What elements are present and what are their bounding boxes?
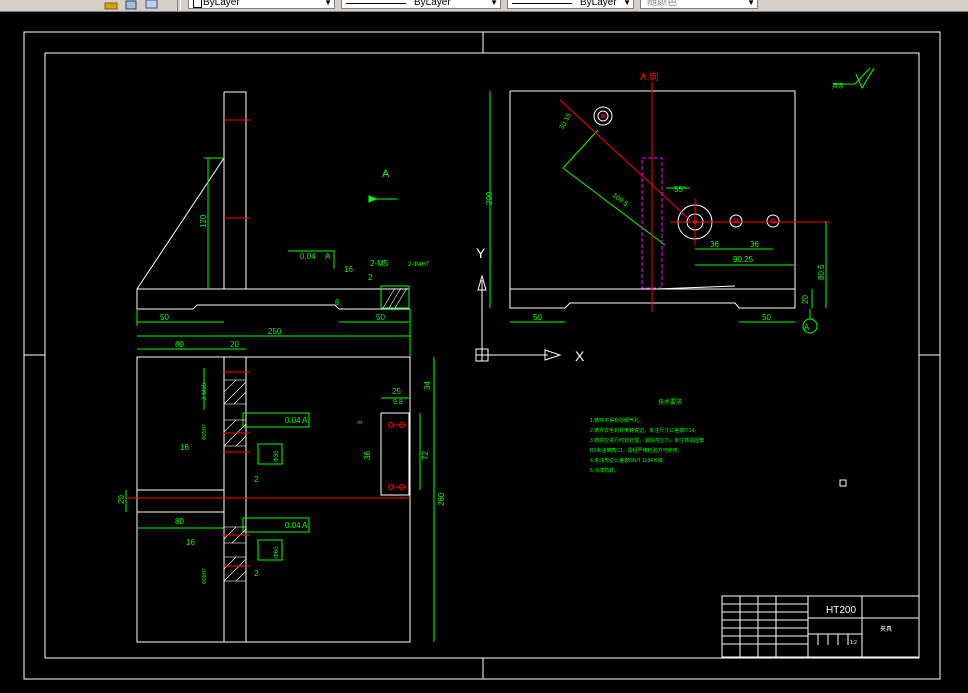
- dim-16-a: 16: [344, 265, 353, 274]
- dim-20-right: 20: [801, 295, 810, 304]
- view-label-a: A 向: [640, 70, 659, 83]
- tol-ref-1: A: [325, 252, 331, 261]
- dim-2-c: 2: [254, 569, 259, 578]
- linetype-control-value: ByLayer: [414, 0, 451, 8]
- dim-phi25h7: Φ25H7: [202, 424, 208, 440]
- plotstyle-control-dropdown[interactable]: 随颜色 ▼: [640, 0, 758, 9]
- dim-25: 25: [392, 387, 401, 396]
- dim-2-b: 2: [254, 475, 259, 484]
- dim-8: 8: [358, 420, 364, 424]
- dim-50-left: 50: [160, 313, 169, 322]
- lineweight-control-value: ByLayer: [580, 0, 617, 8]
- dim-90-25: 90.25: [733, 255, 754, 264]
- dim-20-left: 20: [117, 495, 126, 504]
- linetype-control-dropdown[interactable]: ByLayer ▼: [341, 0, 501, 9]
- dim-2m10: 2-M10: [202, 382, 208, 400]
- dim-16-c: 16: [186, 538, 195, 547]
- dim-2-a: 2: [368, 273, 373, 282]
- plotstyle-control-value: 随颜色: [647, 0, 677, 8]
- dim-34: 34: [423, 381, 432, 390]
- tol-ref-2: A: [302, 416, 308, 425]
- dim-36-right-a: 36: [710, 240, 719, 249]
- dim-50-right: 50: [376, 313, 385, 322]
- tech-req-line-5: 4.未注形位公差按GB/T 1184 K级。: [590, 457, 668, 464]
- center-lines: [128, 82, 830, 567]
- chevron-down-icon: ▼: [623, 0, 631, 7]
- lineweight-control-dropdown[interactable]: ByLayer ▼: [507, 0, 634, 9]
- dim-50-right-view-a: 50: [533, 313, 542, 322]
- tech-req-line-1: 1.铸件不得有砂眼气孔。: [590, 417, 644, 424]
- tol-value-1: 0.04: [300, 252, 316, 261]
- dim-9-8: 9.8: [393, 399, 403, 406]
- ucs-y-label: Y: [476, 245, 486, 261]
- ucs-x-label: X: [575, 348, 585, 364]
- pickbox-cursor: [839, 479, 847, 487]
- chevron-down-icon: ▼: [490, 0, 498, 7]
- tech-req-line-3: 3.铸件应进行时效处理，消除内应力，未注铸造圆角: [590, 437, 704, 444]
- hole-2phi4h7: 2-Φ4H7: [408, 262, 430, 268]
- dim-260: 260: [437, 492, 446, 506]
- dim-80-5: 80.5: [817, 264, 826, 280]
- dim-80-bottom: 80: [175, 517, 184, 526]
- dim-200: 200: [485, 191, 494, 205]
- dim-20-top: 20: [230, 340, 239, 349]
- layer-state-icon[interactable]: [104, 0, 118, 10]
- top-view-left: [136, 356, 411, 643]
- hidden-slot: [641, 157, 663, 289]
- tech-req-line-6: 5.涂漆防锈。: [590, 467, 619, 474]
- dimension-lines: [125, 67, 875, 642]
- section-hatching: [223, 287, 408, 582]
- dim-55-deg: 55°: [674, 185, 686, 194]
- dim-phi60: Φ60: [274, 546, 280, 558]
- dim-phi30: Φ30: [274, 450, 280, 462]
- hole-2m5: 2-M5: [370, 259, 389, 268]
- dim-36-right-b: 36: [750, 240, 759, 249]
- toolbar-separator: [177, 0, 181, 11]
- dim-phi28h7: Φ28H7: [202, 568, 208, 584]
- dim-120: 120: [199, 214, 208, 228]
- layer-previous-icon[interactable]: [145, 0, 159, 9]
- section-label-a: A: [382, 168, 390, 180]
- dim-250: 250: [268, 327, 282, 336]
- tol-value-2: 0.04: [285, 416, 301, 425]
- title-block-part-name: 夹具: [880, 625, 892, 633]
- tol-ref-3: A: [302, 521, 308, 530]
- dim-80-top: 80: [175, 340, 184, 349]
- color-control-dropdown[interactable]: ByLayer ▼: [188, 0, 335, 9]
- datum-a-label: A: [804, 323, 810, 332]
- properties-toolbar: ByLayer ▼ ByLayer ▼ ByLayer ▼ 随颜色 ▼: [0, 0, 968, 12]
- title-block-material: HT200: [826, 605, 856, 616]
- chevron-down-icon: ▼: [324, 0, 332, 7]
- dim-6: 6: [335, 298, 340, 307]
- dim-16-b: 16: [180, 443, 189, 452]
- layer-manager-icon[interactable]: [124, 0, 138, 10]
- drawing-canvas[interactable]: A A 向 其余 A 50 250 50 80 20 120 16 0.04 A…: [0, 12, 968, 693]
- color-control-value: ByLayer: [203, 0, 240, 8]
- dim-30-15: 30.15: [559, 112, 573, 131]
- tech-req-line-2: 2.铸件去毛刺并倒钝锐边，未注尺寸公差按IT14。: [590, 427, 699, 434]
- tech-req-line-4: R3未注倒角C1，需经严格检验方可使用。: [590, 447, 683, 454]
- dim-72: 72: [421, 451, 430, 460]
- title-block: [721, 595, 920, 658]
- tech-req-title: 技术要求: [658, 398, 682, 406]
- dim-50-right-view-b: 50: [762, 313, 771, 322]
- chevron-down-icon: ▼: [747, 0, 755, 7]
- tol-value-3: 0.04: [285, 521, 301, 530]
- title-block-scale: 1:2: [850, 640, 857, 646]
- roughness-note: 其余: [832, 82, 844, 90]
- ucs-icon: [475, 274, 562, 362]
- dim-36-left: 36: [363, 451, 372, 460]
